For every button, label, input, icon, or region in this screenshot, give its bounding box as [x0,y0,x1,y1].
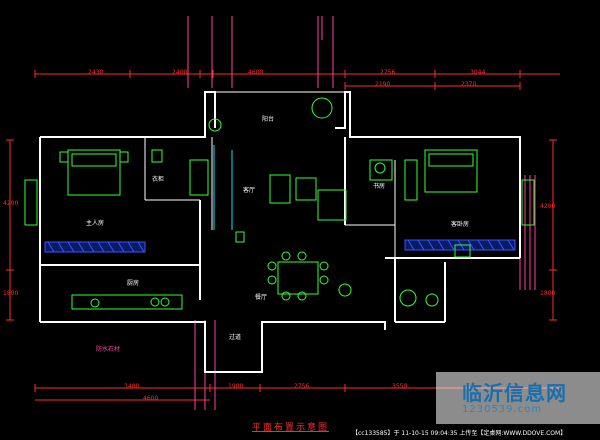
drawing-title: 平面布置示意图 [252,423,330,433]
hatch-mb-7 [117,241,125,253]
window-master-bedroom [44,241,146,253]
plant-balcony [311,97,333,119]
dim-right-upper: 4200 [540,203,556,210]
dim-bottom-a: 3400 [124,383,140,390]
hatch-mb-4 [87,241,95,253]
dim-top-right-b: 3044 [470,69,486,76]
dining-chair-2 [319,261,329,271]
toilet [399,289,417,307]
plant-left [24,179,38,226]
chair-study [374,162,386,174]
hatch-mb-3 [77,241,85,253]
label-dining: 餐厅 [255,294,268,301]
stove-burner-2 [160,297,170,307]
dim-bottom-b: 1900 [228,383,244,390]
label-corridor: 过道 [229,334,242,341]
label-balcony: 阳台 [262,116,275,123]
desk-study [369,159,393,181]
dim-top-sub-b: 2370 [461,81,477,88]
label-closet: 衣柜 [152,176,165,183]
pillow-second [428,153,474,167]
plant-right [521,179,535,226]
washbasin [425,293,439,307]
hatch-sb-0 [407,239,415,251]
label-living-room: 客厅 [243,187,256,194]
basin-second [454,244,471,258]
hatch-sb-4 [447,239,455,251]
hatch-sb-6 [467,239,475,251]
hatch-mb-8 [127,241,135,253]
kitchen-sink [90,298,100,308]
watermark-url: 1230539.com [462,404,543,415]
dining-chair-5 [297,251,307,261]
dining-chair-4 [281,251,291,261]
hatch-sb-7 [477,239,485,251]
bed-second [424,149,478,193]
watermark-panel [436,372,600,424]
toilet-closet [151,149,163,163]
hatch-mb-0 [47,241,55,253]
lamp-dining [338,283,352,297]
label-second-bedroom: 客卧房 [451,221,470,228]
hatch-sb-10 [507,239,515,251]
dim-right-lower: 1800 [540,290,556,297]
stove-burner-1 [150,297,160,307]
plant-balcony-2 [208,118,222,132]
label-kitchen: 厨房 [127,280,140,287]
dim-top-left: 2430 [88,69,104,76]
dim-bottom-total: 4600 [143,395,159,402]
sofa-left [269,174,291,204]
nightstand-left [59,151,69,163]
dim-bottom-c: 2756 [294,383,310,390]
sofa-right [317,189,347,221]
note-left-bottom-1: 防水石材 [96,346,121,353]
closet-cabinet [189,159,209,196]
hatch-sb-8 [487,239,495,251]
hatch-sb-1 [417,239,425,251]
hatch-mb-6 [107,241,115,253]
pillow-master [71,153,117,167]
hatch-sb-2 [427,239,435,251]
dim-left-upper: 4200 [3,200,19,207]
dining-chair-3 [319,275,329,285]
dim-top-center: 4600 [248,69,264,76]
coffee-table [295,177,317,201]
hatch-mb-9 [137,241,145,253]
dim-left-lower: 1800 [3,290,19,297]
hatch-sb-3 [437,239,445,251]
bed-master [67,149,121,196]
hatch-mb-5 [97,241,105,253]
nightstand-right [119,151,129,163]
wardrobe-second [404,159,418,201]
dim-top-mid: 2400 [172,69,188,76]
hatch-mb-2 [67,241,75,253]
hatch-sb-9 [497,239,505,251]
dining-chair-6 [281,291,291,301]
watermark-title: 临沂信息网 [462,381,567,405]
wall-top-right [335,91,521,258]
hatch-mb-1 [57,241,65,253]
dining-table [277,261,319,295]
dining-chair-7 [297,291,307,301]
dining-chair-1 [267,275,277,285]
label-master-bedroom: 主人房 [86,220,105,227]
wall-bottom [40,321,386,373]
fixture-living [235,231,245,243]
dining-chair-0 [267,261,277,271]
upload-footer: 【cc133585】于 11-10-15 09:04:35 上传至【定桌网:WW… [352,430,567,437]
wall-top-left [40,91,216,138]
dim-top-sub-a: 2190 [375,81,391,88]
dim-top-right-a: 2756 [380,69,396,76]
dim-bottom-d: 3550 [392,383,408,390]
label-study: 书房 [373,183,386,190]
kitchen-counter [71,294,183,310]
